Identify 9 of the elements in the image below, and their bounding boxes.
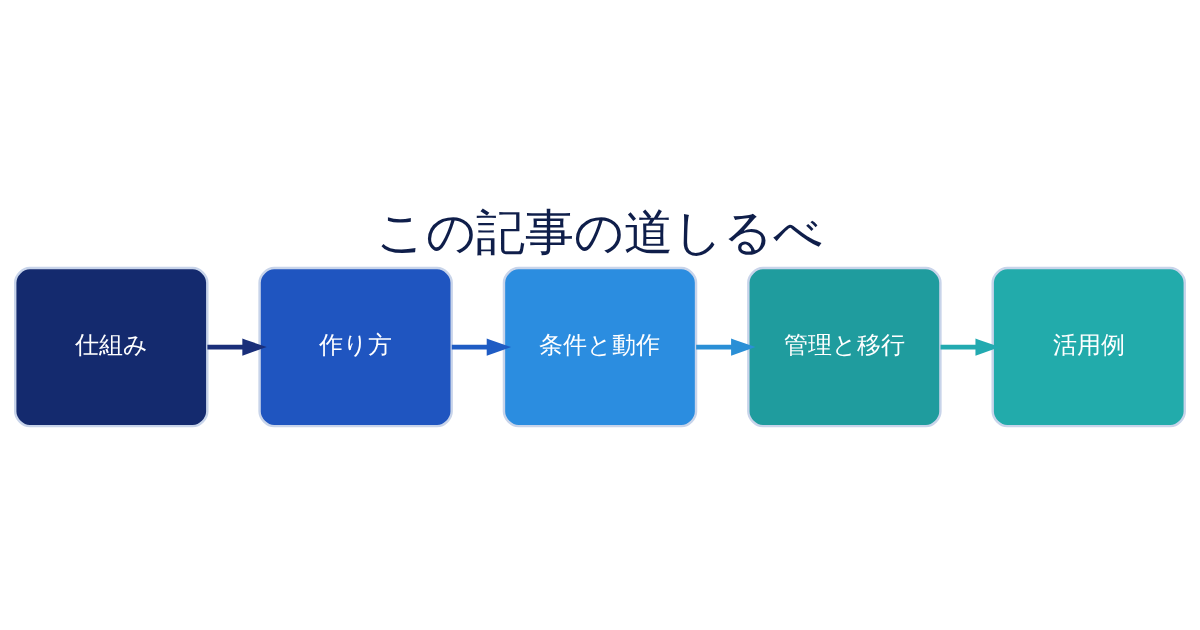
arrow	[207, 338, 267, 356]
arrow	[696, 338, 756, 356]
node-box: 管理と移行	[747, 266, 942, 427]
arrow	[451, 338, 512, 356]
node-box: 活用例	[991, 266, 1186, 427]
node-box: 仕組み	[14, 266, 209, 427]
node-box: 条件と動作	[502, 266, 698, 427]
node-box: 作り方	[258, 266, 453, 427]
diagram-title: この記事の道しるべ	[376, 203, 824, 260]
